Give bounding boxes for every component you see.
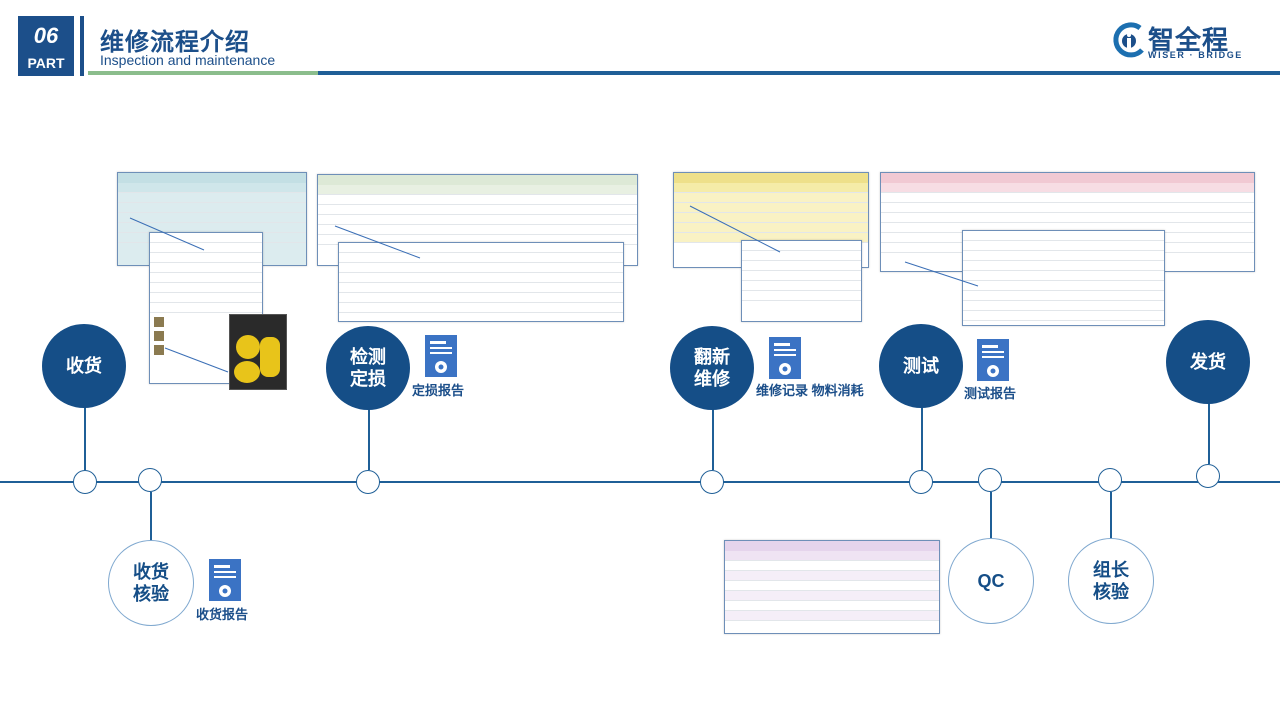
test-detail-screenshot: [962, 230, 1165, 326]
repair-detail-screenshot: [741, 240, 862, 322]
header-rule-green: [88, 71, 318, 75]
qc-system-screenshot: [724, 540, 940, 634]
timeline-node: [700, 470, 724, 494]
device-photo: [229, 314, 287, 390]
header-rule-blue: [318, 71, 1280, 75]
step-repair[interactable]: 翻新 维修: [670, 326, 754, 410]
step-inspect[interactable]: 检测 定损: [326, 326, 410, 410]
report-gear-icon[interactable]: [424, 334, 458, 378]
timeline-axis: [0, 481, 1280, 483]
step-label: 检测 定损: [350, 347, 386, 389]
inspection-detail-screenshot: [338, 242, 624, 322]
step-ship[interactable]: 发货: [1166, 320, 1250, 404]
header-divider: [80, 16, 84, 76]
report-gear-icon[interactable]: [208, 558, 242, 602]
timeline-node: [978, 468, 1002, 492]
connector-receive: [84, 404, 86, 470]
timeline-node: [1098, 468, 1122, 492]
timeline-node: [1196, 464, 1220, 488]
timeline-node: [138, 468, 162, 492]
report-gear-icon[interactable]: [768, 336, 802, 380]
step-label: 发货: [1190, 352, 1226, 372]
connector-inspect: [368, 404, 370, 470]
connector-receive-check: [150, 492, 152, 542]
step-label: 收货 核验: [133, 562, 169, 604]
test-report-label: 测试报告: [964, 386, 1017, 401]
timeline-node: [356, 470, 380, 494]
page-subtitle: Inspection and maintenance: [100, 52, 276, 68]
damage-report-label: 定损报告: [412, 383, 465, 398]
timeline-node: [909, 470, 933, 494]
logo-name-cn: 智全程: [1148, 25, 1230, 55]
timeline-node: [73, 470, 97, 494]
receive-report-label: 收货报告: [196, 607, 249, 622]
repair-record-label: 维修记录 物料消耗: [756, 383, 864, 398]
step-label: QC: [977, 571, 1005, 591]
step-label: 翻新 维修: [694, 347, 730, 389]
step-test[interactable]: 测试: [879, 324, 963, 408]
step-leader-check[interactable]: 组长 核验: [1068, 538, 1154, 624]
part-label: PART: [27, 55, 65, 71]
step-receive[interactable]: 收货: [42, 324, 126, 408]
step-label: 收货: [66, 356, 102, 376]
page-title: 维修流程介绍: [100, 29, 250, 56]
step-label: 测试: [903, 356, 939, 376]
connector-leader-check: [1110, 492, 1112, 540]
connector-qc: [990, 492, 992, 540]
part-badge: 06 PART: [18, 16, 74, 76]
step-label: 组长 核验: [1093, 560, 1129, 602]
wiser-bridge-logo-icon: [1113, 22, 1144, 58]
connector-repair: [712, 404, 714, 470]
step-qc[interactable]: QC: [948, 538, 1034, 624]
connector-test: [921, 404, 923, 470]
step-receive-check[interactable]: 收货 核验: [108, 540, 194, 626]
report-gear-icon[interactable]: [976, 338, 1010, 382]
part-number: 06: [33, 23, 59, 48]
logo-name-en: WISER · BRIDGE: [1148, 50, 1243, 60]
connector-ship: [1208, 400, 1210, 464]
